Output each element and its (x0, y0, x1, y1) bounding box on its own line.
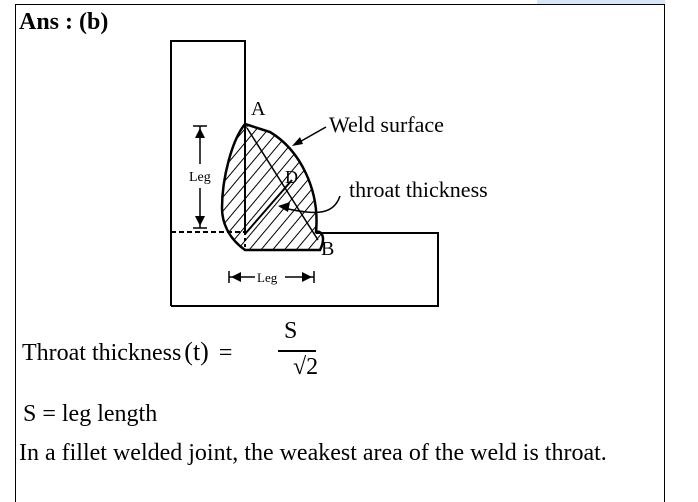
fraction-bar (278, 350, 316, 352)
formula-numerator: S (284, 318, 298, 344)
formula-denominator: √2 (293, 354, 319, 380)
label-d: D (285, 167, 298, 187)
throat-thickness-label: throat thickness (349, 177, 488, 202)
label-b: B (321, 238, 334, 260)
throat-line (244, 179, 293, 235)
fillet-weld-diagram: Leg Leg A B D Weld surface throat thickn… (170, 40, 488, 307)
a-to-b-line (246, 127, 319, 241)
top-accent-bar (537, 0, 665, 4)
formula-equals: = (218, 340, 233, 366)
explanation-paragraph: In a fillet welded joint, the weakest ar… (19, 440, 607, 466)
label-a: A (251, 98, 266, 120)
answer-label: Ans : (b) (19, 9, 109, 35)
formula-t: (t) (184, 337, 209, 366)
throat-thickness-leader (283, 195, 341, 214)
leg-label-horizontal: Leg (257, 270, 278, 285)
s-definition: S = leg length (23, 401, 158, 427)
weld-surface-label: Weld surface (329, 112, 444, 137)
answer-frame (15, 4, 665, 502)
leg-label-vertical: Leg (189, 170, 211, 185)
formula-lhs: Throat thickness (22, 340, 182, 366)
horizontal-plate (171, 232, 439, 307)
weld-bead (220, 122, 325, 252)
throat-formula: Throat thickness(t) = S √2 (21, 318, 341, 400)
